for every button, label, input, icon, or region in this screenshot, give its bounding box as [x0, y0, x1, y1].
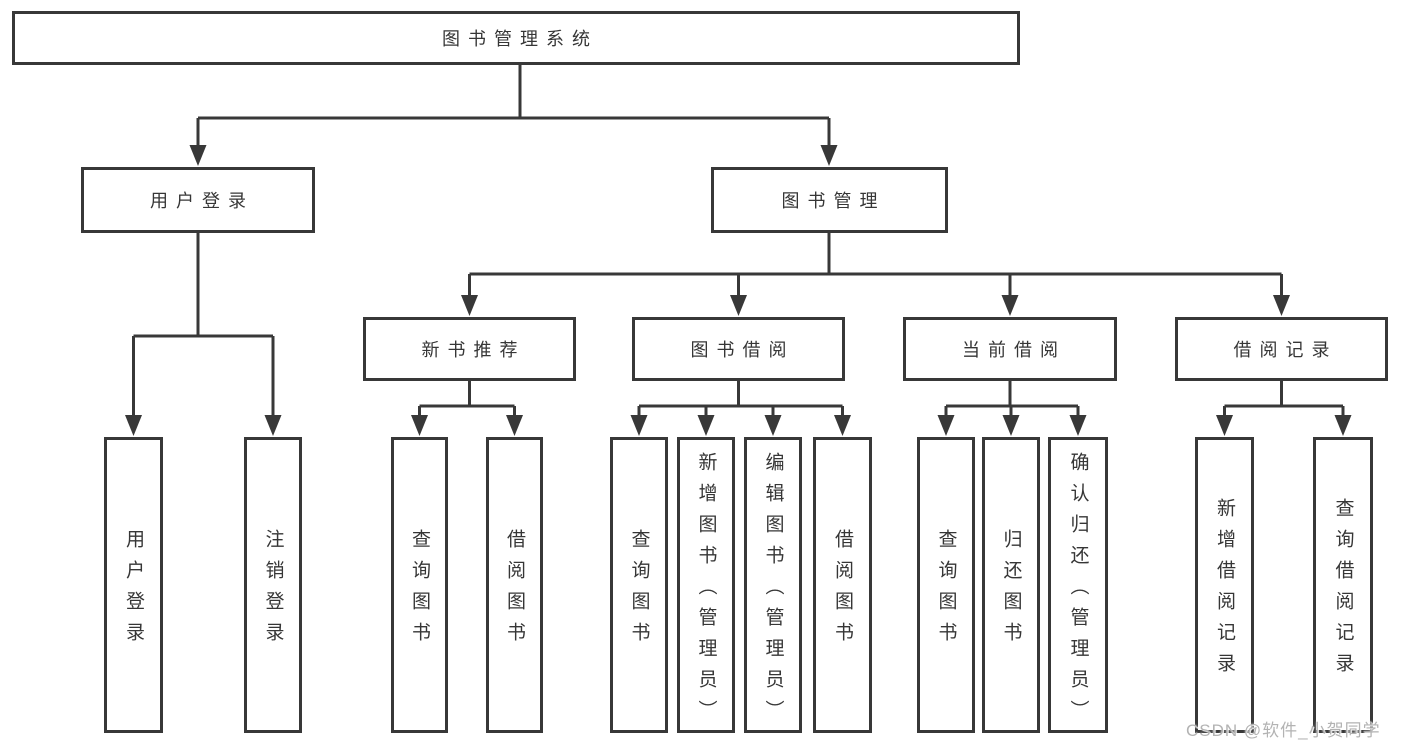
leaf-user-login: 用户登录: [104, 437, 163, 733]
arrowhead-icon: [1002, 415, 1020, 436]
node-label: 查询借阅记录: [1332, 498, 1354, 684]
arrowhead-icon: [1334, 415, 1352, 436]
node-library-management-system: 图书管理系统: [12, 11, 1020, 65]
node-label: 用户登录: [123, 529, 144, 653]
node-borrowing-records: 借阅记录: [1175, 317, 1388, 381]
node-book-borrowing: 图书借阅: [632, 317, 845, 381]
node-label: 编辑图书（管理员）: [762, 451, 784, 731]
arrowhead-icon: [764, 415, 782, 436]
arrowhead-icon: [411, 415, 428, 436]
node-label: 新书推荐: [421, 340, 526, 360]
node-label: 借阅图书: [832, 529, 853, 653]
leaf-borrow-books: 借阅图书: [813, 437, 872, 733]
node-label: 图书借阅: [690, 340, 795, 360]
node-new-book-recommendation: 新书推荐: [363, 317, 576, 381]
arrowhead-icon: [189, 145, 207, 166]
leaf-add-book-admin: 新增图书（管理员）: [677, 437, 735, 733]
leaf-borrow-books-recommend: 借阅图书: [486, 437, 543, 733]
arrowhead-icon: [820, 145, 838, 166]
arrowhead-icon: [937, 415, 955, 436]
leaf-confirm-return-admin: 确认归还（管理员）: [1048, 437, 1108, 733]
node-book-management: 图书管理: [711, 167, 948, 233]
node-label: 注销登录: [262, 529, 284, 653]
node-label: 图书管理系统: [442, 29, 598, 49]
arrowhead-icon: [1216, 415, 1233, 436]
node-label: 查询图书: [628, 529, 650, 653]
node-label: 当前借阅: [962, 340, 1066, 360]
leaf-add-borrow-record: 新增借阅记录: [1195, 437, 1254, 733]
leaf-return-books: 归还图书: [982, 437, 1040, 733]
node-label: 用户登录: [150, 191, 254, 211]
arrowhead-icon: [697, 415, 715, 436]
leaf-query-borrow-record: 查询借阅记录: [1313, 437, 1373, 733]
arrowhead-icon: [461, 295, 478, 316]
arrowhead-icon: [1273, 295, 1290, 316]
node-label: 图书管理: [781, 191, 886, 211]
leaf-edit-book-admin: 编辑图书（管理员）: [744, 437, 802, 733]
node-label: 查询图书: [935, 529, 957, 653]
leaf-logout: 注销登录: [244, 437, 302, 733]
arrowhead-icon: [730, 295, 747, 316]
arrowhead-icon: [834, 415, 851, 436]
node-user-login: 用户登录: [81, 167, 315, 233]
leaf-query-books-borrowing: 查询图书: [610, 437, 668, 733]
arrowhead-icon: [630, 415, 648, 436]
arrowhead-icon: [506, 415, 523, 436]
arrowhead-icon: [125, 415, 142, 436]
node-label: 归还图书: [1000, 529, 1022, 653]
node-label: 借阅图书: [504, 529, 525, 653]
node-label: 确认归还（管理员）: [1067, 451, 1089, 731]
csdn-watermark: CSDN @软件_小贺同学: [1186, 721, 1381, 740]
node-label: 新增图书（管理员）: [695, 451, 717, 731]
leaf-query-books-recommend: 查询图书: [391, 437, 448, 733]
arrowhead-icon: [1069, 415, 1087, 436]
node-label: 查询图书: [409, 529, 430, 653]
leaf-query-books-current: 查询图书: [917, 437, 975, 733]
node-label: 新增借阅记录: [1214, 498, 1235, 684]
arrowhead-icon: [1001, 295, 1019, 316]
node-current-borrowing: 当前借阅: [903, 317, 1117, 381]
arrowhead-icon: [264, 415, 282, 436]
node-label: 借阅记录: [1233, 340, 1338, 360]
